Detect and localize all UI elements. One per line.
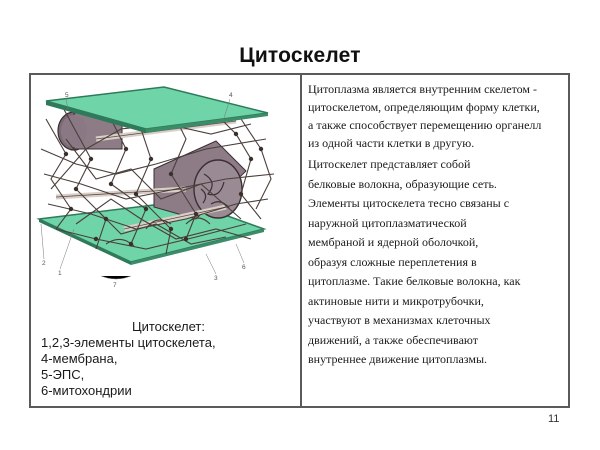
figure-caption: Цитоскелет: 1,2,3-элементы цитоскелета, … (41, 319, 296, 399)
label-1: 1 (58, 270, 62, 277)
content-table: 5 4 2 1 7 3 6 (29, 73, 570, 408)
text-cell: Цитоплазма является внутренним скелетом … (302, 75, 568, 406)
text-line: внутреннее движение цитоплазмы. (308, 352, 488, 366)
page-number: 11 (548, 413, 560, 425)
text-line: Цитоскелет представляет собой (308, 157, 471, 171)
text-line: мембраной и ядерной оболочкой, (308, 235, 479, 249)
text-line: цитоскелетом, определяющим форму клетки, (308, 100, 540, 114)
text-line: движений, а также обеспечивают (308, 332, 478, 347)
text-line: актиновые нити и микротрубочки, (308, 293, 484, 308)
caption-line: 1,2,3-элементы цитоскелета, (41, 335, 216, 350)
column-divider (300, 75, 302, 406)
text-line: образуя сложные переплетения в (308, 254, 477, 269)
caption-line: 5-ЭПС, (41, 367, 85, 382)
text-line: белковые волокна, образующие сеть. (308, 176, 497, 191)
cytoskeleton-illustration: 5 4 2 1 7 3 6 (36, 79, 298, 291)
text-line: наружной цитоплазматической (308, 215, 467, 230)
caption-line: 6-митохондрии (41, 383, 132, 398)
text-line: из одной части клетки в другую. (308, 136, 475, 150)
text-line: Цитоплазма является внутренним скелетом … (308, 82, 538, 96)
label-3: 3 (214, 275, 218, 282)
label-4: 4 (229, 92, 233, 99)
caption-line: 4-мембрана, (41, 351, 118, 366)
text-line: Элементы цитоскелета тесно связаны с (308, 196, 510, 210)
slide-title: Цитоскелет (239, 44, 361, 67)
paragraph-2: Цитоскелет представляет собой белковые в… (308, 155, 570, 370)
paragraph-1: Цитоплазма является внутренним скелетом … (308, 80, 570, 152)
label-7: 7 (113, 282, 117, 289)
body-text: Цитоплазма является внутренним скелетом … (308, 80, 570, 370)
caption-title: Цитоскелет: (132, 319, 205, 334)
label-6: 6 (242, 264, 246, 271)
illustration-cell: 5 4 2 1 7 3 6 (31, 75, 300, 406)
text-line: цитоплазме. Такие белковые волокна, как (308, 274, 521, 288)
text-line: участвуют в механизмах клеточных (308, 313, 491, 327)
text-line: а также способствует перемещению органел… (308, 118, 542, 132)
label-5: 5 (65, 92, 69, 99)
label-2: 2 (42, 260, 46, 267)
